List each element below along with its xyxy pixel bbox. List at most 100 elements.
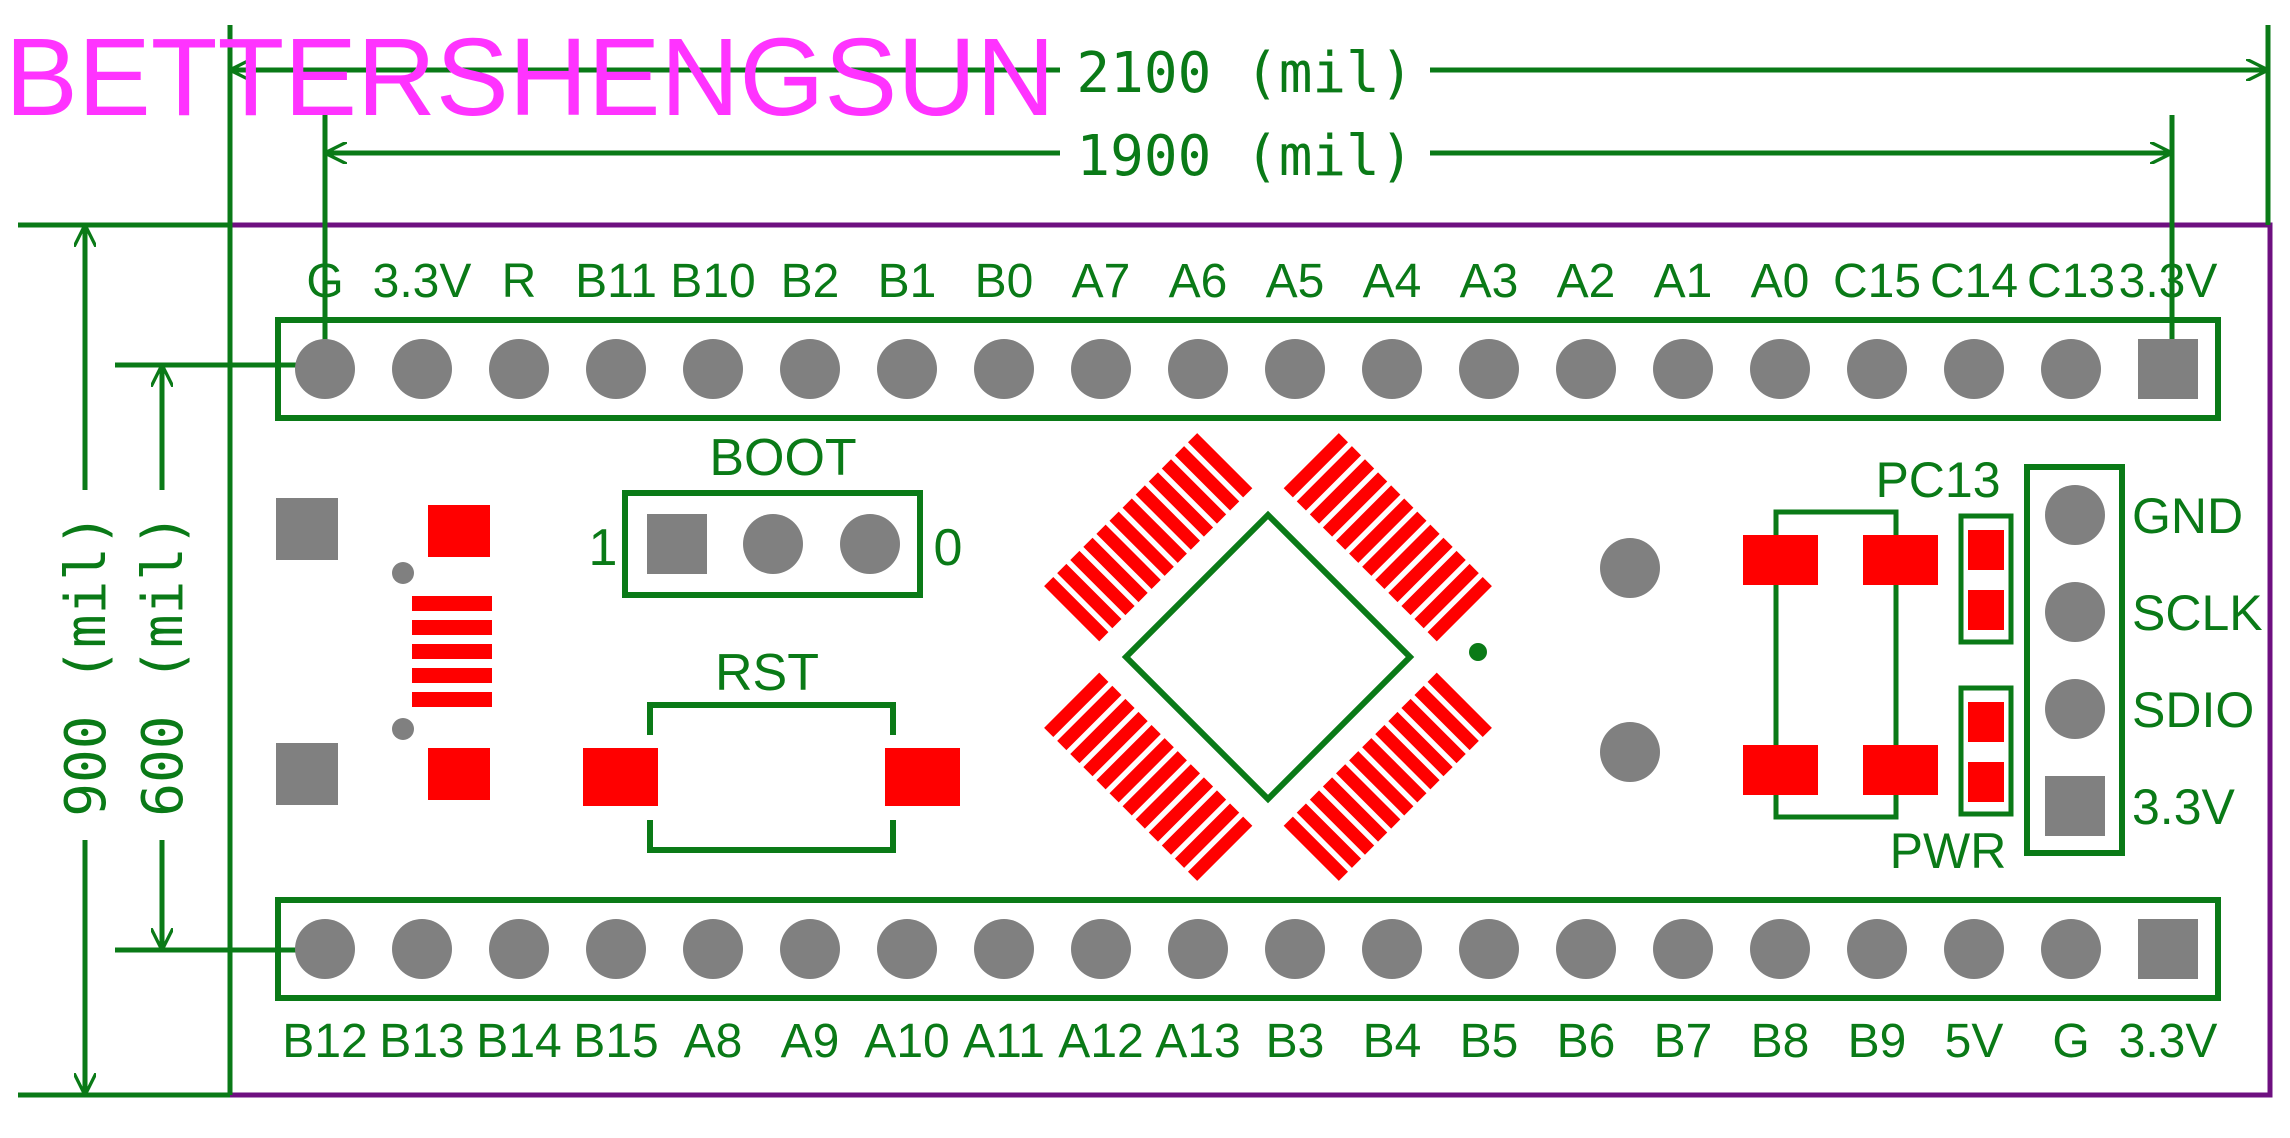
mcu-chip-footprint: [1044, 433, 1492, 881]
top-header-pin-pad: [1847, 339, 1907, 399]
regulator-footprint: [1743, 509, 1938, 820]
mcu-pin-pad: [1083, 537, 1148, 603]
mcu-pin-pad: [1322, 472, 1388, 537]
top-header-pin-pad: [586, 339, 646, 399]
mcu-pin-pad: [1187, 433, 1253, 498]
mcu-pin-pad: [1414, 685, 1479, 751]
top-header-pin-label: A1: [1654, 255, 1713, 308]
bottom-header-outline: [275, 897, 2221, 1001]
mcu-pin-pad: [1283, 816, 1349, 881]
top-header-pin-label: 3.3V: [373, 255, 472, 308]
bottom-header-pin-pad: [974, 919, 1034, 979]
mcu-pin-pad: [1349, 498, 1414, 563]
mcu-pin-pad: [1401, 550, 1466, 616]
top-header-pin-label: C13: [2027, 255, 2115, 308]
mcu-pin-pad: [1148, 472, 1214, 537]
mcu-pin-pad: [1096, 524, 1161, 590]
bottom-header-pin-pad: [489, 919, 549, 979]
bottom-header-pin-label: G: [2052, 1015, 2089, 1068]
bottom-header-pin-pad: [1750, 919, 1810, 979]
mcu-pin-pad: [1044, 672, 1109, 738]
top-header-pin-pad: [1168, 339, 1228, 399]
bottom-header-pin-label: A12: [1058, 1015, 1143, 1068]
mcu-pin-pad: [1096, 724, 1161, 790]
swd-pin-label: SCLK: [2132, 585, 2263, 641]
mcu-pin-pad: [1148, 777, 1214, 842]
mcu-pin-pad: [1044, 576, 1109, 642]
mcu-pin-pad: [1057, 563, 1122, 629]
swd-pin-pad: [2045, 776, 2105, 836]
bottom-header-pin-pad: [1071, 919, 1131, 979]
bottom-header-pin-pad: [295, 919, 355, 979]
bottom-header-pin-pad: [1265, 919, 1325, 979]
top-header-pin-pad: [1750, 339, 1810, 399]
top-header-pin-pad: [392, 339, 452, 399]
pin-span-height-label: 600 (mil): [131, 513, 196, 816]
boot-left-label: 1: [589, 519, 618, 577]
top-header-pin-label: B2: [781, 255, 840, 308]
bottom-header-pin-label: B14: [476, 1015, 561, 1068]
mcu-pin-pad: [1296, 446, 1362, 511]
crystal-footprint: [1600, 538, 1660, 782]
bottom-header-pin-label: 3.3V: [2119, 1015, 2218, 1068]
usb-shield-pad-top: [276, 498, 338, 560]
top-header-pin-label: A4: [1363, 255, 1422, 308]
swd-pin-pad: [2045, 485, 2105, 545]
brand-watermark: BETTERSHENGSUN: [5, 16, 1055, 139]
top-header-pin-pad: [1944, 339, 2004, 399]
mcu-pin-pad: [1335, 764, 1401, 829]
bottom-header-pin-label: B12: [282, 1015, 367, 1068]
top-header-pin-pad: [489, 339, 549, 399]
mcu-pin-pad: [1388, 537, 1453, 603]
bottom-header-pin-pad: [1168, 919, 1228, 979]
bottom-header-pin-pad: [1556, 919, 1616, 979]
top-header-pin-pad: [295, 339, 355, 399]
boot-jumper: BOOT 1 0: [589, 429, 962, 598]
bottom-header-pin-label: A9: [781, 1015, 840, 1068]
top-header-pin-label: C15: [1833, 255, 1921, 308]
bottom-header-pin-label: B13: [379, 1015, 464, 1068]
bottom-header-pin-label: A10: [864, 1015, 949, 1068]
top-header-pin-pad: [1556, 339, 1616, 399]
bottom-header-pin-label: A11: [963, 1015, 1045, 1068]
usb-shield-pad-bottom: [276, 743, 338, 805]
overall-width-label: 2100 (mil): [1076, 41, 1413, 106]
boot-label: BOOT: [709, 429, 856, 487]
top-header-pin-pad: [683, 339, 743, 399]
mcu-pin-pad: [1362, 738, 1427, 803]
bottom-header-pin-label: B8: [1751, 1015, 1810, 1068]
bottom-header-pin-pad: [1847, 919, 1907, 979]
mcu-pin-pad: [1135, 764, 1201, 829]
bottom-header-pin-label: B7: [1654, 1015, 1713, 1068]
top-header-pin-label: R: [502, 255, 537, 308]
mcu-pin-pad: [1349, 751, 1414, 816]
top-header-pin-pad: [1265, 339, 1325, 399]
top-header-pin-pad: [1459, 339, 1519, 399]
pin1-marker: [1469, 643, 1487, 661]
mcu-pin-pad: [1388, 711, 1453, 777]
bottom-header-pads: [295, 919, 2198, 979]
top-header-pin-label: B1: [878, 255, 937, 308]
top-header-pin-label: A2: [1557, 255, 1616, 308]
bottom-header-pin-pad: [586, 919, 646, 979]
bottom-header-pin-pad: [780, 919, 840, 979]
top-header-pin-label: A3: [1460, 255, 1519, 308]
mcu-pin-pad: [1109, 511, 1174, 576]
bottom-header-pin-label: B6: [1557, 1015, 1616, 1068]
bottom-header-pin-pad: [1944, 919, 2004, 979]
top-header-pin-label: 3.3V: [2119, 255, 2218, 308]
pin-span-width-label: 1900 (mil): [1076, 124, 1413, 189]
mcu-pin-pad: [1414, 563, 1479, 629]
mcu-pin-pad: [1161, 459, 1227, 524]
reset-button: RST: [583, 644, 960, 853]
bottom-header-pin-pad: [2138, 919, 2198, 979]
mcu-pin-pad: [1309, 459, 1375, 524]
top-header-pin-pad: [2138, 339, 2198, 399]
led-pwr: PWR: [1890, 685, 2014, 879]
mcu-pin-pad: [1362, 511, 1427, 576]
top-header-pin-label: G: [306, 255, 343, 308]
led-pc13: PC13: [1875, 452, 2014, 645]
